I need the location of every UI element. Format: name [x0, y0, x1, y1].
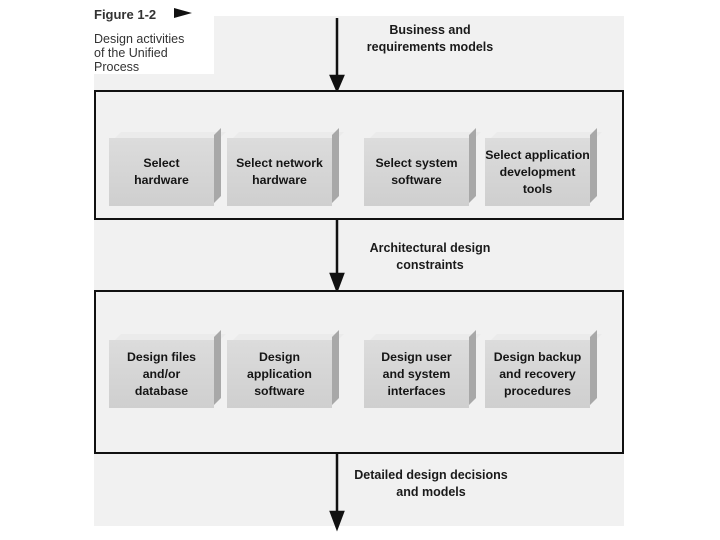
activity-box-select-hardware: Select hardware: [109, 138, 214, 206]
activity-box-select-system-software: Select system software: [364, 138, 469, 206]
arrow-top-head: [329, 74, 345, 94]
flow-label-output: Detailed design decisions and models: [354, 468, 508, 499]
figure-number: Figure 1-2: [94, 7, 157, 22]
figure-description: Design activities of the Unified Process: [94, 32, 185, 74]
activity-box-design-backup-recovery: Design backup and recovery procedures: [485, 340, 590, 408]
pointer-arrow-icon: [173, 8, 192, 18]
arrow-middle-head: [329, 272, 345, 294]
figure-caption: Figure 1-2 Design activities of the Unif…: [94, 8, 214, 74]
activity-box-design-interfaces: Design user and system interfaces: [364, 340, 469, 408]
flow-label-constraints: Architectural design constraints: [369, 241, 491, 272]
flow-label-input: Business and requirements models: [366, 23, 494, 54]
architecture-activities-group: Select hardware Select network hardware …: [94, 90, 624, 220]
arrow-bottom-head: [329, 510, 345, 532]
activity-box-select-network-hardware: Select network hardware: [227, 138, 332, 206]
activity-box-design-application-software: Design application software: [227, 340, 332, 408]
activity-box-design-files: Design files and/or database: [109, 340, 214, 408]
detailed-design-activities-group: Design files and/or database Design appl…: [94, 290, 624, 454]
activity-box-select-dev-tools: Select application development tools: [485, 138, 590, 206]
